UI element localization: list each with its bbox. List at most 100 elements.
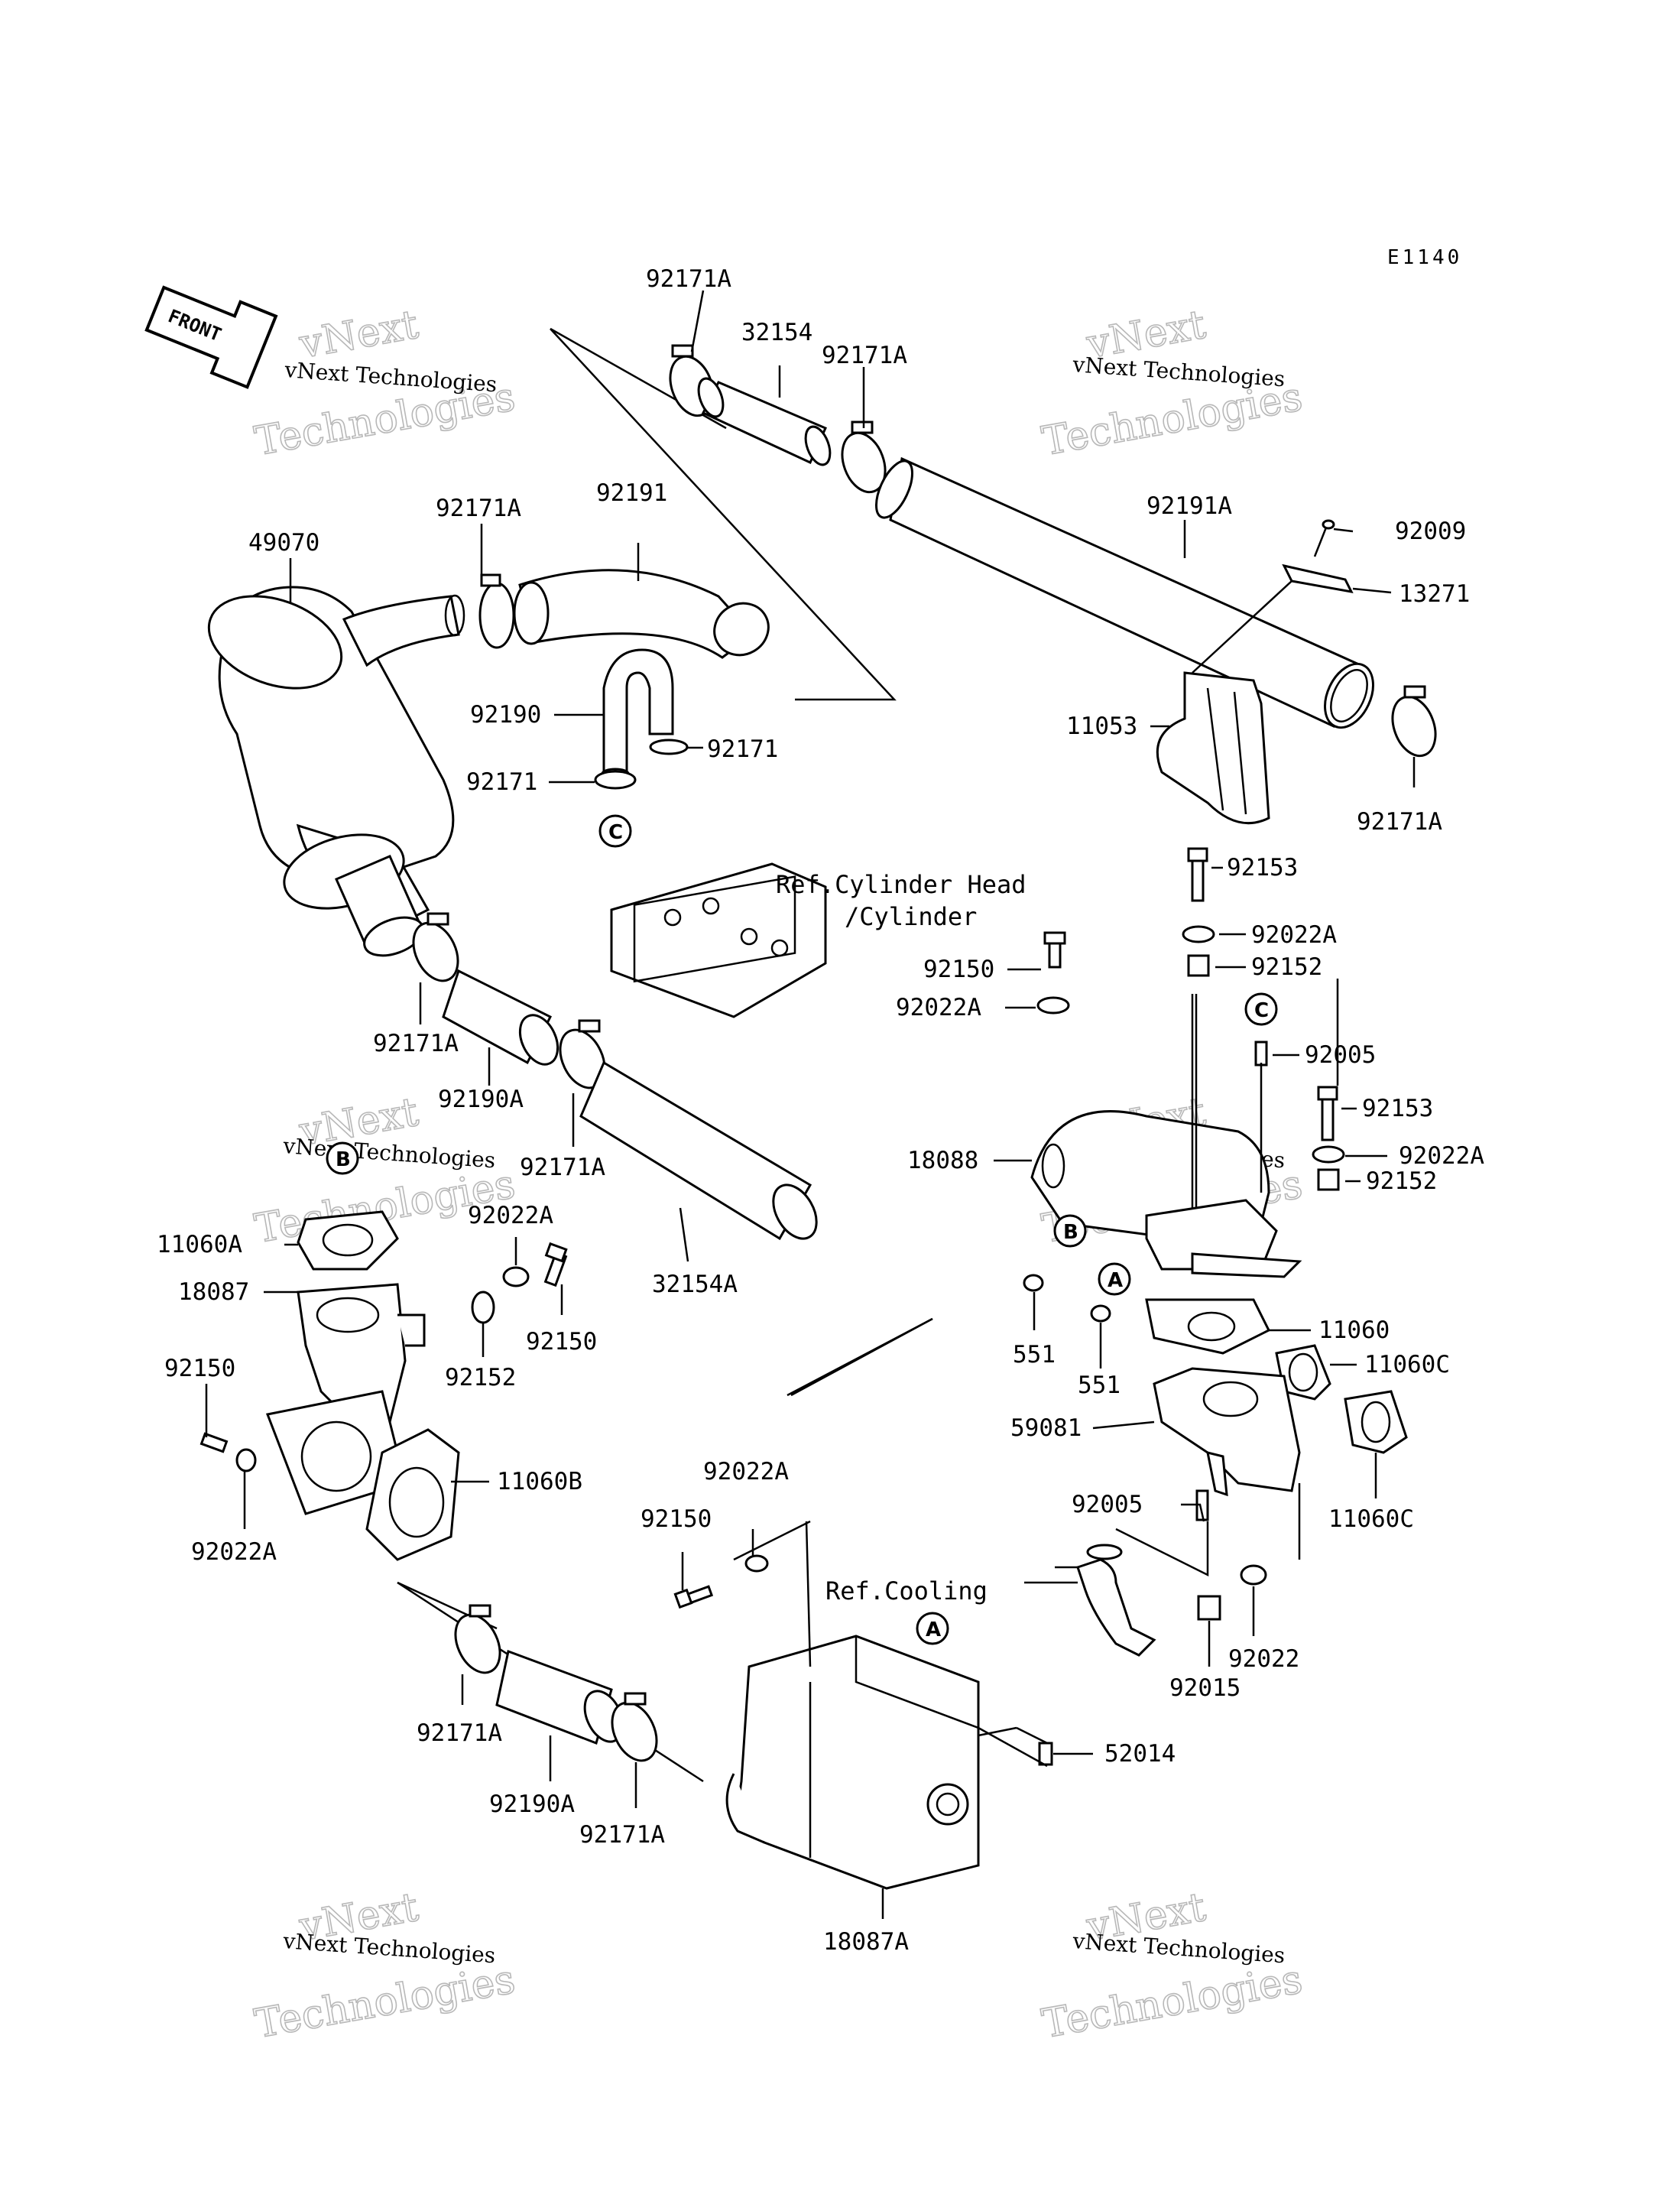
collar-92152-c [471, 1291, 495, 1324]
svg-text:C: C [1254, 999, 1269, 1022]
part-label: 18088 [907, 1147, 978, 1174]
manifold-18088 [1030, 1110, 1302, 1278]
part-label: 92171A [436, 495, 521, 522]
part-label: 92171A [1357, 808, 1442, 836]
plug-52014 [1038, 1742, 1053, 1766]
ref-circle-b-left: B [326, 1141, 359, 1175]
bolt-92150-b [543, 1242, 568, 1287]
part-label: 11060B [497, 1468, 582, 1495]
diagram-code: E1140 [1387, 246, 1462, 269]
part-label: 92153 [1227, 854, 1298, 881]
part-label: 92022A [191, 1538, 277, 1566]
hose-92191 [513, 569, 770, 659]
part-label: 92190A [438, 1086, 524, 1113]
assembly-lines [397, 327, 933, 1783]
part-label: 92022A [468, 1202, 553, 1229]
part-label: 92015 [1169, 1674, 1241, 1702]
gasket-11060C-b [1344, 1390, 1408, 1454]
part-label: 92190A [489, 1791, 575, 1818]
exhaust-body-18087A [725, 1635, 980, 1890]
part-label: 52014 [1104, 1740, 1176, 1768]
part-label: 551 [1013, 1341, 1056, 1368]
washer-92022A-a [1182, 925, 1215, 943]
dowel-551-b [1090, 1304, 1111, 1323]
clamp-92171A-f [559, 1019, 606, 1089]
svg-text:A: A [926, 1618, 941, 1641]
plate-13271 [1282, 563, 1354, 594]
ref-circle-c-right: C [1244, 992, 1278, 1026]
bolt-92150-a [1043, 931, 1066, 969]
part-label: 49070 [248, 529, 319, 557]
clamp-92171A-e [412, 912, 459, 982]
watermark-text: vNext Technologies [1072, 352, 1286, 391]
washer-92022 [1240, 1564, 1267, 1586]
muffler-49070 [207, 586, 465, 957]
part-label: 92191A [1146, 492, 1232, 520]
ref-circle-a-right: A [1098, 1262, 1131, 1296]
part-label: 92171A [579, 1821, 665, 1849]
part-label: 92150 [641, 1505, 712, 1533]
washer-92022A-e [235, 1448, 257, 1472]
svg-text:C: C [608, 821, 623, 844]
gasket-11060A [297, 1210, 399, 1271]
elbow-18087 [265, 1283, 426, 1515]
svg-text:vNext: vNext [296, 302, 422, 368]
bolt-92153-b [1317, 1086, 1338, 1141]
washer-92022A-d [502, 1266, 530, 1287]
part-label: 11060A [157, 1231, 242, 1258]
washer-92022A-b [1036, 996, 1070, 1015]
part-label: 92190 [470, 701, 541, 729]
bolt-92153-a [1187, 847, 1208, 902]
plug-92015 [1197, 1595, 1221, 1621]
part-label: 92005 [1305, 1041, 1376, 1069]
ref-circle-b-right: B [1053, 1214, 1087, 1248]
bolt-92150-d [673, 1585, 714, 1609]
sleeve-92190A-b [495, 1649, 624, 1745]
pipe-92191A [875, 456, 1374, 729]
part-label: 92022A [703, 1458, 789, 1485]
part-label: 92171 [707, 735, 778, 763]
clamp-92171A-h [611, 1692, 658, 1762]
part-labels: 92171A 32154 92171A 92171A 92191 49070 9… [157, 265, 1484, 1956]
clamp-92171-right [649, 739, 689, 755]
clamp-92171A-upper [478, 573, 515, 649]
svg-text:Technologies: Technologies [251, 1956, 518, 2047]
sleeve-32154 [697, 377, 832, 466]
part-label: 18087A [823, 1928, 909, 1956]
part-label: 92150 [526, 1328, 597, 1355]
manifold-59081 [1153, 1367, 1301, 1497]
cooling-hose-ref [1076, 1544, 1156, 1657]
part-label: 92152 [1366, 1167, 1437, 1195]
part-label: 92171A [646, 265, 731, 293]
part-label: 92152 [445, 1364, 516, 1391]
part-label: 18087 [178, 1278, 249, 1306]
clamp-92171A-d [1391, 685, 1437, 758]
part-label: 92171A [417, 1719, 502, 1747]
ref-cooling: Ref.Cooling [825, 1576, 988, 1605]
part-label: 92022A [1399, 1142, 1484, 1170]
clamp-92171A-b [841, 420, 887, 494]
dowel-551-a [1023, 1274, 1044, 1292]
part-label: 92150 [164, 1355, 235, 1382]
part-label: 92171A [822, 342, 907, 369]
washer-92022A-f [744, 1554, 769, 1573]
cylinder-head-ref [610, 862, 827, 1018]
svg-text:A: A [1108, 1269, 1123, 1292]
part-label: 11060C [1328, 1505, 1414, 1533]
part-label: 92022 [1228, 1645, 1299, 1673]
part-label: 92171 [466, 768, 537, 796]
front-arrow-icon: FRONT [144, 285, 278, 389]
ref-circle-c-top: C [598, 814, 632, 848]
ref-cylinder: /Cylinder [845, 902, 977, 931]
leader-lines [205, 290, 1416, 1919]
collar-92152-b [1317, 1168, 1340, 1191]
part-label: 32154A [652, 1271, 738, 1298]
part-label: 11053 [1066, 713, 1137, 740]
bracket-11053 [1156, 671, 1270, 825]
svg-text:B: B [1063, 1221, 1078, 1244]
part-label: 59081 [1010, 1414, 1082, 1442]
washer-92022A-c [1312, 1145, 1345, 1164]
bolt-92009 [1313, 519, 1335, 557]
collar-92152-a [1187, 954, 1210, 977]
